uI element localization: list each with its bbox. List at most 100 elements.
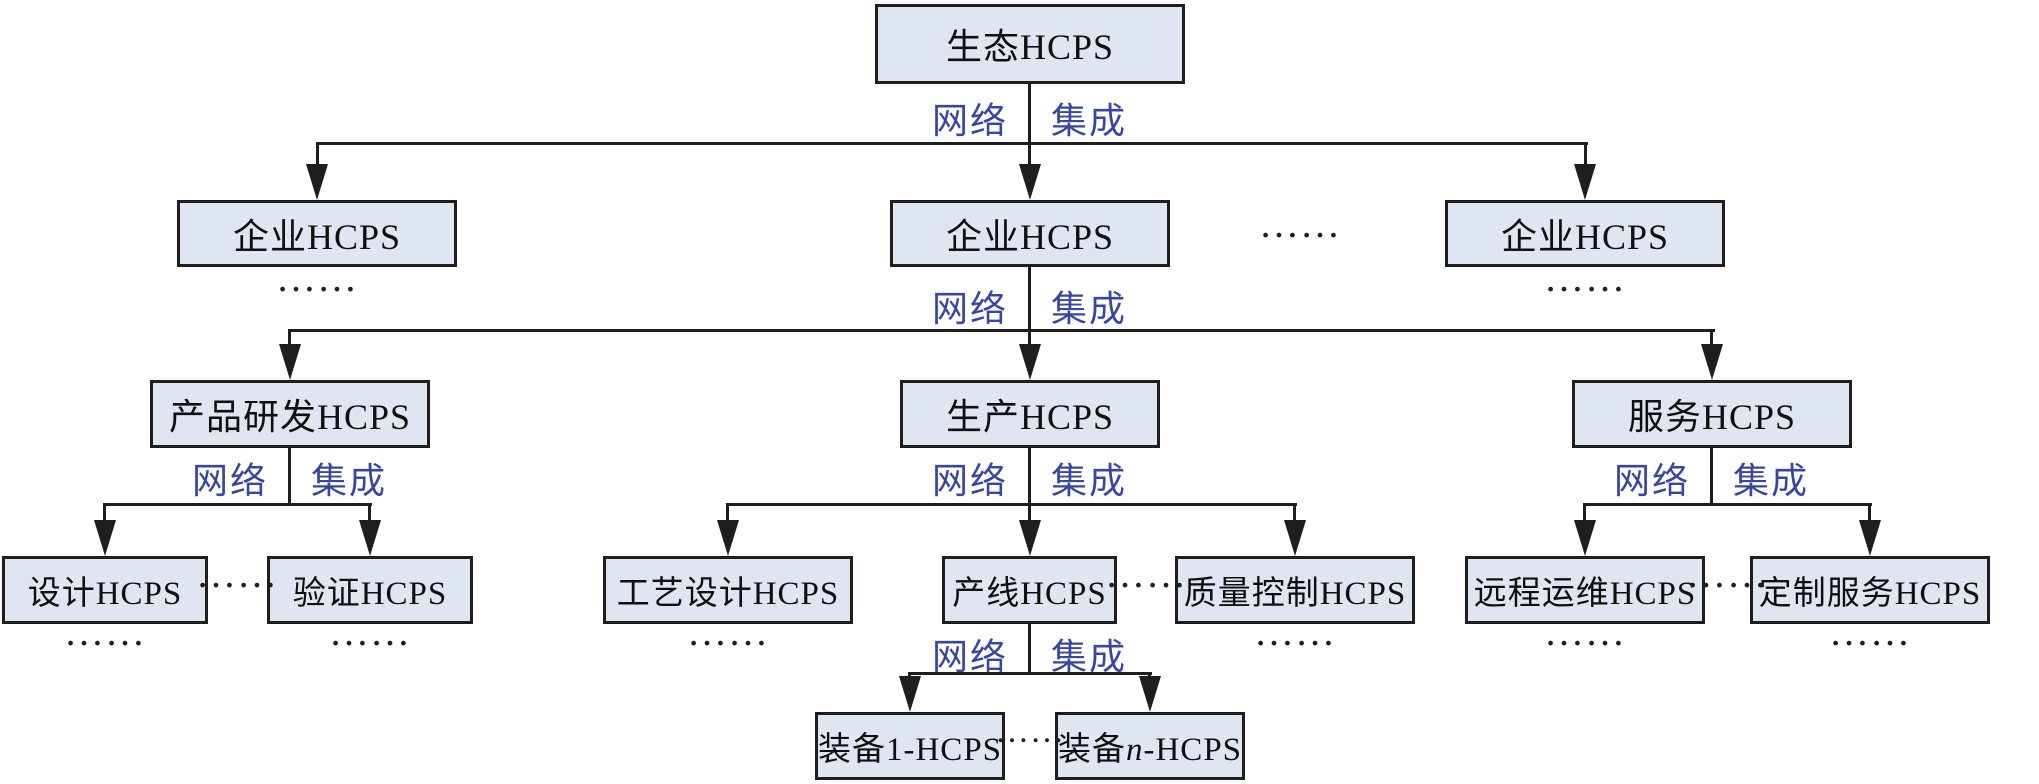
ellipsis: …… xyxy=(687,609,769,654)
integration-label: 集成 xyxy=(1051,461,1128,501)
down-arrowhead-icon xyxy=(1019,520,1041,556)
node-label: 质量控制HCPS xyxy=(1183,576,1407,612)
integration-label: 集成 xyxy=(1733,461,1810,501)
label-index: 1 xyxy=(885,732,904,768)
connector-line xyxy=(288,329,1715,332)
ellipsis: …… xyxy=(1105,551,1187,596)
down-arrowhead-icon xyxy=(1701,344,1723,380)
connector-line xyxy=(288,329,291,349)
node-label: 企业HCPS xyxy=(232,216,402,257)
ellipsis: …… xyxy=(196,551,278,596)
network-label: 网络 xyxy=(931,461,1008,501)
integration-label: 集成 xyxy=(1051,101,1128,141)
node-enterprise-hcps-right: 企业HCPS xyxy=(1445,200,1725,267)
node-ecosystem-hcps: 生态HCPS xyxy=(875,4,1185,84)
down-arrowhead-icon xyxy=(1574,520,1596,556)
node-equipment-n-hcps: 装备n-HCPS xyxy=(1055,712,1245,780)
ellipsis: …… xyxy=(1544,255,1626,300)
node-enterprise-hcps-left: 企业HCPS xyxy=(177,200,457,267)
ellipsis: …… xyxy=(1254,609,1336,654)
down-arrowhead-icon xyxy=(1019,164,1041,200)
node-label: 生态HCPS xyxy=(945,27,1115,67)
connector-line xyxy=(103,503,372,506)
node-label: 企业HCPS xyxy=(945,216,1115,257)
down-arrowhead-icon xyxy=(1139,676,1161,712)
label-index: n xyxy=(1125,732,1144,768)
connector-line xyxy=(1584,142,1587,168)
node-label: 装备n-HCPS xyxy=(1058,722,1242,770)
down-arrowhead-icon xyxy=(306,164,328,200)
connector-line xyxy=(1028,267,1031,330)
label-prefix: 装备 xyxy=(817,732,886,768)
connector-line xyxy=(1028,503,1031,522)
node-label: 定制服务HCPS xyxy=(1758,576,1982,612)
node-label: 企业HCPS xyxy=(1500,216,1670,257)
node-process-design-hcps: 工艺设计HCPS xyxy=(603,556,853,624)
connector-line xyxy=(316,142,1588,145)
label-suffix: -HCPS xyxy=(1143,732,1243,768)
integration-label: 集成 xyxy=(311,461,388,501)
label-prefix: 装备 xyxy=(1057,732,1126,768)
node-label: 产品研发HCPS xyxy=(168,397,412,437)
connector-line xyxy=(316,142,319,168)
node-enterprise-hcps-mid: 企业HCPS xyxy=(890,200,1170,267)
connector-line xyxy=(726,503,729,522)
node-remote-om-hcps: 远程运维HCPS xyxy=(1465,556,1705,624)
node-custom-service-hcps: 定制服务HCPS xyxy=(1750,556,1990,624)
connector-line xyxy=(1293,503,1296,522)
connector-line xyxy=(1710,329,1713,349)
down-arrowhead-icon xyxy=(717,520,739,556)
label-suffix: -HCPS xyxy=(903,732,1003,768)
connector-line xyxy=(908,672,1152,675)
network-label: 网络 xyxy=(931,637,1008,677)
ellipsis: …… xyxy=(1544,609,1626,654)
connector-line xyxy=(1028,329,1031,349)
network-label: 网络 xyxy=(1613,461,1690,501)
node-label: 设计HCPS xyxy=(27,576,183,612)
node-equipment-1-hcps: 装备1-HCPS xyxy=(815,712,1005,780)
ellipsis: …… xyxy=(1829,609,1911,654)
connector-line xyxy=(1028,142,1031,168)
ellipsis: …… xyxy=(995,713,1065,750)
connector-line xyxy=(1028,624,1031,673)
down-arrowhead-icon xyxy=(1284,520,1306,556)
node-label: 生产HCPS xyxy=(945,397,1115,437)
connector-line xyxy=(103,503,106,522)
integration-label: 集成 xyxy=(1051,637,1128,677)
ellipsis: …… xyxy=(276,255,358,300)
connector-line xyxy=(368,503,371,522)
network-label: 网络 xyxy=(191,461,268,501)
node-product-rd-hcps: 产品研发HCPS xyxy=(150,380,430,448)
integration-label: 集成 xyxy=(1051,289,1128,329)
node-label: 验证HCPS xyxy=(292,576,448,612)
node-service-hcps: 服务HCPS xyxy=(1572,380,1852,448)
node-label: 服务HCPS xyxy=(1627,397,1797,437)
node-label: 装备1-HCPS xyxy=(818,722,1002,770)
ellipsis: …… xyxy=(1259,201,1341,246)
connector-line xyxy=(1868,503,1871,522)
down-arrowhead-icon xyxy=(359,520,381,556)
down-arrowhead-icon xyxy=(1574,164,1596,200)
down-arrowhead-icon xyxy=(1859,520,1881,556)
ellipsis: …… xyxy=(1686,551,1768,596)
connector-line xyxy=(1583,503,1586,522)
node-design-hcps: 设计HCPS xyxy=(2,556,208,624)
network-label: 网络 xyxy=(931,101,1008,141)
node-label: 产线HCPS xyxy=(952,576,1107,612)
node-quality-control-hcps: 质量控制HCPS xyxy=(1175,556,1415,624)
node-verification-hcps: 验证HCPS xyxy=(267,556,473,624)
connector-line xyxy=(1028,448,1031,504)
connector-line xyxy=(1583,503,1872,506)
node-label: 远程运维HCPS xyxy=(1473,576,1697,612)
node-production-line-hcps: 产线HCPS xyxy=(942,556,1117,624)
ellipsis: …… xyxy=(64,609,146,654)
network-label: 网络 xyxy=(931,289,1008,329)
connector-line xyxy=(1028,84,1031,143)
down-arrowhead-icon xyxy=(899,676,921,712)
down-arrowhead-icon xyxy=(279,344,301,380)
ellipsis: …… xyxy=(329,609,411,654)
down-arrowhead-icon xyxy=(1019,344,1041,380)
connector-line xyxy=(726,503,1297,506)
node-production-hcps: 生产HCPS xyxy=(900,380,1160,448)
